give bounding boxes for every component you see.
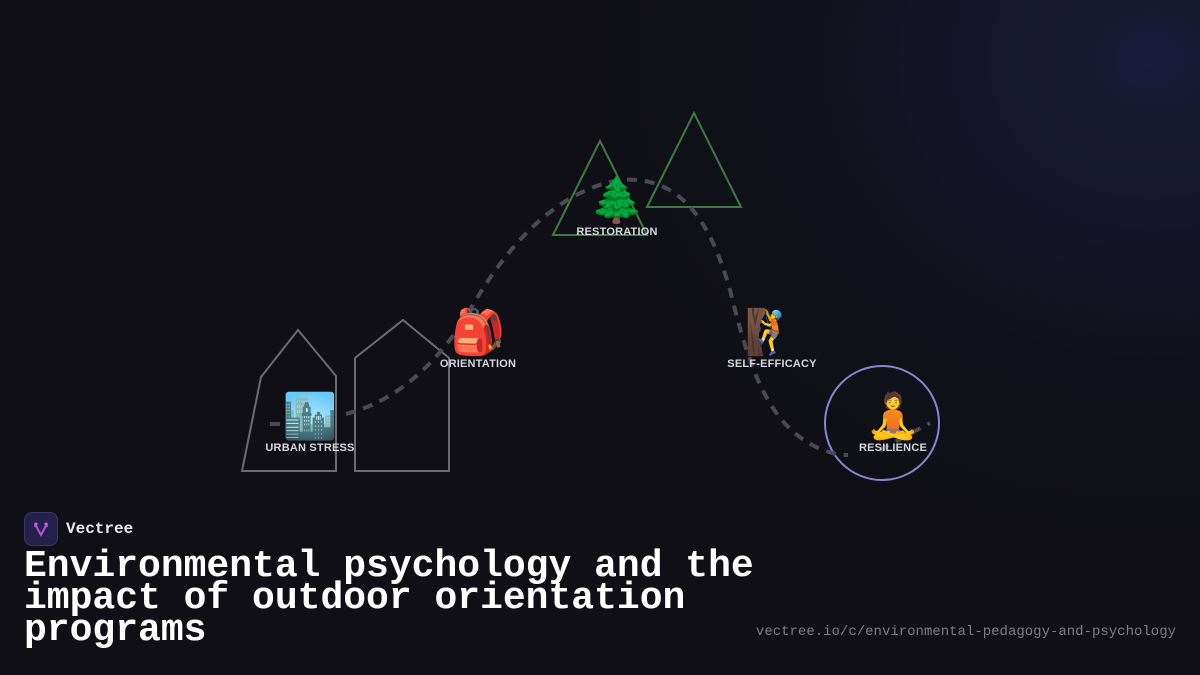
mountain-right-outline [645,110,743,208]
node-label: RESTORATION [576,226,658,238]
brand: Vectree [24,512,133,546]
building-left-outline [240,328,337,472]
node-label: URBAN STRESS [265,442,355,454]
evergreen-tree-icon: 🌲 [589,176,645,225]
vectree-branch-icon [24,512,58,546]
brand-name: Vectree [66,520,134,538]
node-label: SELF-EFFICACY [727,358,817,370]
node-resilience: 🧘 RESILIENCE [859,392,927,454]
node-restoration: 🌲 RESTORATION [576,176,657,238]
backpack-icon: 🎒 [450,308,506,357]
building-right-outline [354,318,450,472]
node-self-efficacy: 🧗 SELF-EFFICACY [727,308,816,370]
node-urban-stress: 🏙️ URBAN STRESS [265,392,354,454]
mountain-left-outline [551,138,649,236]
cityscape-icon: 🏙️ [282,392,338,441]
node-label: ORIENTATION [439,358,517,370]
person-climbing-icon: 🧗 [744,308,800,357]
page-url: vectree.io/c/environmental-pedagogy-and-… [755,624,1176,640]
resilience-circle-outline [824,365,940,481]
page-title: Environmental psychology and the impact … [24,545,754,652]
node-orientation: 🎒 ORIENTATION [440,308,516,370]
journey-path [270,177,931,457]
node-label: RESILIENCE [858,442,928,454]
person-meditating-icon: 🧘 [865,392,921,441]
